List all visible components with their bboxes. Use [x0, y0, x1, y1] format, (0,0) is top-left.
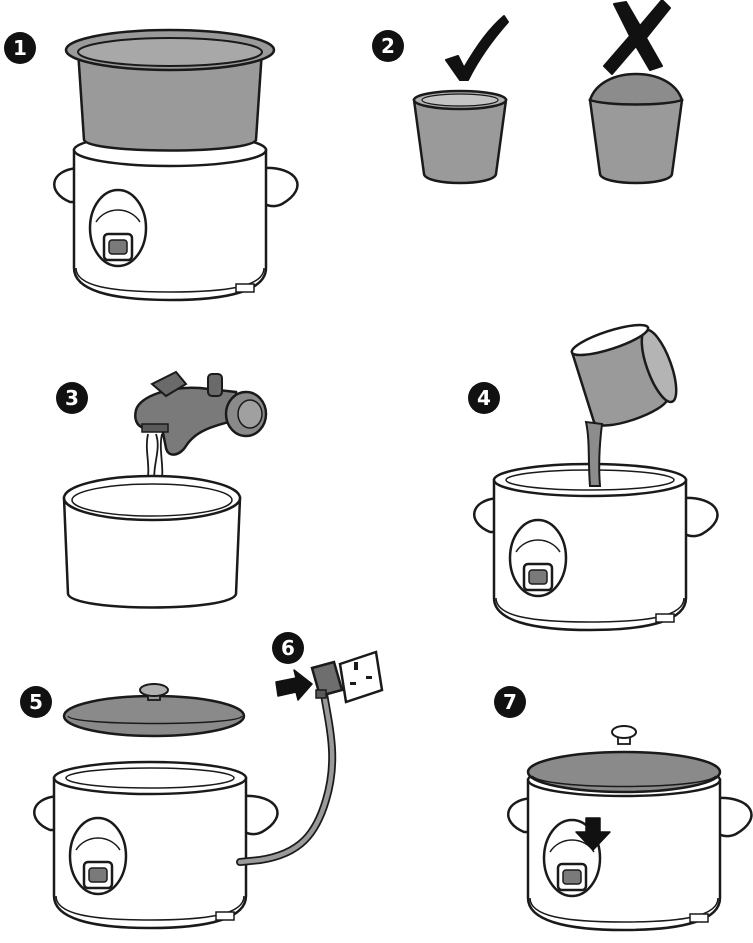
step-badge: 1 — [4, 32, 36, 64]
pouring-cup — [569, 319, 683, 425]
rice-cooker-open — [34, 762, 277, 928]
right-arrow-icon — [276, 670, 312, 700]
step-number: 3 — [65, 386, 79, 410]
step-number: 1 — [13, 36, 27, 60]
step-number: 2 — [381, 34, 395, 58]
wall-socket — [340, 652, 382, 702]
inner-pot — [64, 476, 240, 608]
step-number: 7 — [503, 690, 517, 714]
level-measuring-cup — [414, 91, 506, 183]
rice-cooker-closed — [508, 726, 751, 930]
step-1: 1 — [4, 30, 297, 300]
check-mark-icon — [446, 16, 508, 80]
step-number: 4 — [477, 386, 491, 410]
power-plug — [312, 662, 342, 698]
step-badge: 3 — [56, 382, 88, 414]
step-4: 4 — [468, 319, 717, 630]
step-badge: 7 — [494, 686, 526, 718]
step-number: 6 — [281, 636, 295, 660]
water-tap — [135, 372, 266, 455]
rice-cooker-with-inner-pot — [54, 30, 297, 300]
heaped-measuring-cup — [590, 74, 682, 183]
cross-mark-icon — [604, 0, 670, 74]
rice-cooker-being-filled — [474, 464, 717, 630]
step-badge: 6 — [272, 632, 304, 664]
power-cord — [240, 694, 332, 862]
step-3: 3 — [56, 372, 266, 608]
step-2: 2 — [372, 0, 682, 183]
step-badge: 5 — [20, 686, 52, 718]
step-badge: 2 — [372, 30, 404, 62]
step-badge: 4 — [468, 382, 500, 414]
step-number: 5 — [29, 690, 43, 714]
step-7: 7 — [494, 686, 751, 930]
step-5: 5 — [20, 684, 277, 928]
glass-lid — [64, 684, 244, 736]
